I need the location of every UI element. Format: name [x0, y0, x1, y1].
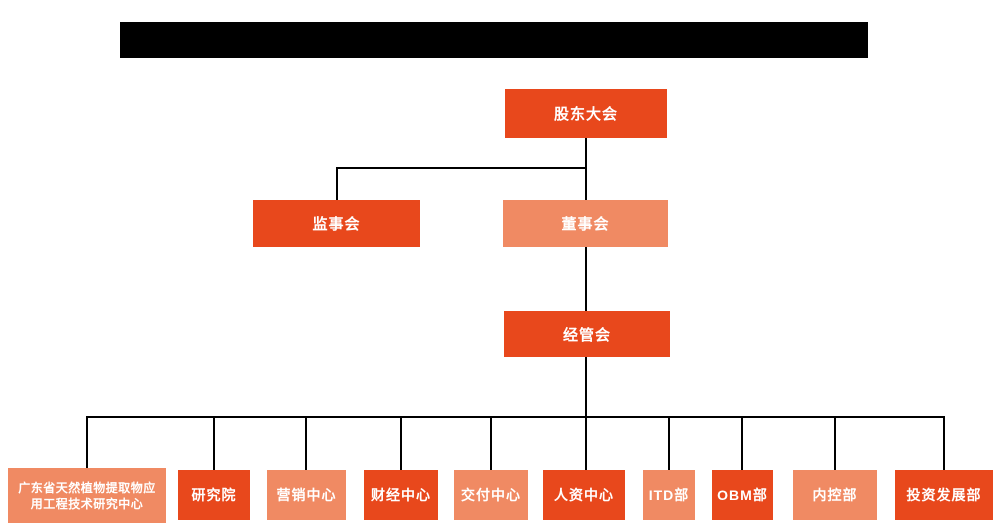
org-node-dept-finance-center: 财经中心 [364, 470, 438, 520]
org-node-dept-internal-control: 内控部 [793, 470, 877, 520]
org-node-label: ITD部 [648, 487, 690, 503]
connector-line [668, 416, 670, 470]
connector-line [336, 167, 587, 169]
org-node-label: OBM部 [717, 487, 768, 503]
connector-line [585, 138, 587, 200]
org-node-dept-obm: OBM部 [712, 470, 773, 520]
org-node-label: 内控部 [812, 487, 858, 503]
connector-line [86, 416, 945, 418]
connector-line [585, 357, 587, 470]
connector-line [834, 416, 836, 470]
redacted-title-bar [120, 22, 868, 58]
connector-line [305, 416, 307, 470]
org-node-label: 交付中心 [461, 487, 521, 503]
connector-line [86, 416, 88, 468]
org-node-label: 人资中心 [554, 487, 614, 503]
org-node-dept-itd: ITD部 [643, 470, 695, 520]
connector-line [741, 416, 743, 470]
org-node-dept-investment-development: 投资发展部 [895, 470, 993, 520]
org-node-dept-research-center: 广东省天然植物提取物应 用工程技术研究中心 [8, 468, 166, 523]
connector-line [213, 416, 215, 470]
org-node-dept-marketing-center: 营销中心 [267, 470, 346, 520]
org-node-label: 董事会 [561, 216, 610, 233]
org-node-dept-research-institute: 研究院 [178, 470, 250, 520]
org-node-shareholders-meeting: 股东大会 [505, 89, 667, 138]
connector-line [490, 416, 492, 470]
org-node-label: 研究院 [191, 487, 237, 503]
org-node-board-of-directors: 董事会 [503, 200, 668, 247]
org-node-label-line1: 广东省天然植物提取物应 [18, 480, 156, 495]
org-node-supervisory-board: 监事会 [253, 200, 420, 247]
org-node-label: 财经中心 [371, 487, 431, 503]
connector-line [400, 416, 402, 470]
org-node-label: 经管会 [562, 326, 611, 344]
org-node-dept-hr-center: 人资中心 [543, 470, 625, 520]
connector-line [943, 416, 945, 470]
org-node-label-line2: 用工程技术研究中心 [30, 496, 144, 511]
org-node-label: 股东大会 [553, 106, 618, 123]
org-node-label: 监事会 [312, 216, 361, 233]
org-node-label: 投资发展部 [906, 487, 982, 503]
org-node-dept-delivery-center: 交付中心 [454, 470, 528, 520]
org-node-label: 营销中心 [276, 487, 337, 503]
connector-line [336, 167, 338, 200]
org-node-management-committee: 经管会 [504, 311, 670, 357]
connector-line [585, 247, 587, 311]
